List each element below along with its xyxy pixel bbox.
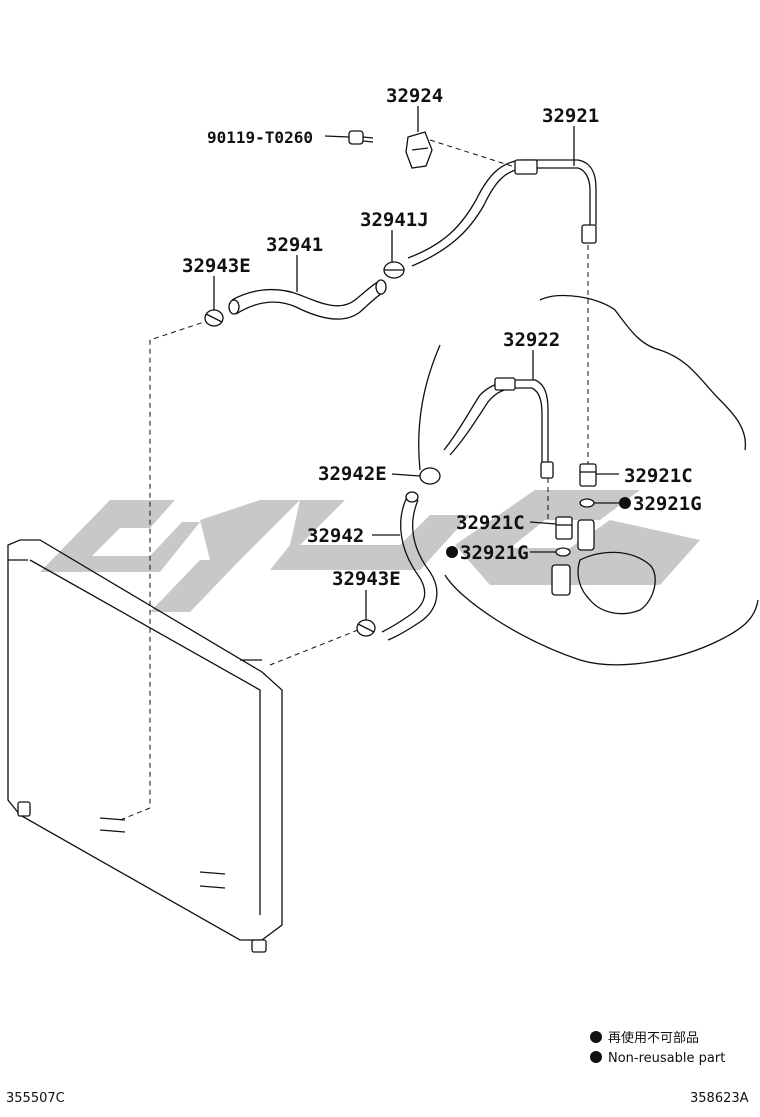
label-32943E-bottom: 32943E [332, 568, 401, 590]
clamp-32941J [383, 261, 405, 279]
leader-lines [213, 106, 619, 620]
label-32922: 32922 [503, 329, 560, 351]
nonreusable-marker [446, 546, 458, 558]
gasket-32921G-right [577, 498, 595, 551]
legend-japanese: 再使用不可部品 [608, 1030, 699, 1046]
fitting-32921C-mid [555, 516, 573, 540]
routing-dashes [119, 139, 589, 821]
legend-english: Non-reusable part [608, 1051, 725, 1066]
clamp-32942E [419, 467, 441, 485]
clamp-32943E-bottom [356, 619, 376, 637]
label-90119-T0260: 90119-T0260 [207, 128, 313, 147]
hose-32942 [381, 491, 438, 641]
label-32921G-mid: 32921G [460, 542, 529, 564]
radiator [7, 539, 283, 953]
nonreusable-marker [619, 497, 631, 509]
label-32943E-top: 32943E [182, 255, 251, 277]
label-32942E: 32942E [318, 463, 387, 485]
label-32941: 32941 [266, 234, 323, 256]
pipe-32922 [443, 377, 554, 479]
legend-marker [590, 1031, 602, 1043]
clamp-32943E-top [204, 309, 224, 327]
hose-32941 [228, 279, 387, 320]
label-32921: 32921 [542, 105, 599, 127]
watermark-logo [40, 490, 700, 612]
legend: 再使用不可部品 Non-reusable part [590, 1030, 725, 1066]
label-32924: 32924 [386, 85, 443, 107]
fitting-32921C-right [579, 463, 597, 487]
label-32921G-right: 32921G [633, 493, 702, 515]
label-32921C-mid: 32921C [456, 512, 525, 534]
pipe-32921 [407, 159, 597, 267]
label-32942: 32942 [307, 525, 364, 547]
bolt-90119 [348, 130, 374, 145]
legend-marker [590, 1051, 602, 1063]
illustration-code-left: 355507C [6, 1091, 65, 1106]
engine-outline [418, 294, 759, 666]
clamp-32924 [405, 131, 433, 169]
label-32921C-right: 32921C [624, 465, 693, 487]
illustration-code-right: 358623A [690, 1091, 749, 1106]
label-32941J: 32941J [360, 209, 429, 231]
